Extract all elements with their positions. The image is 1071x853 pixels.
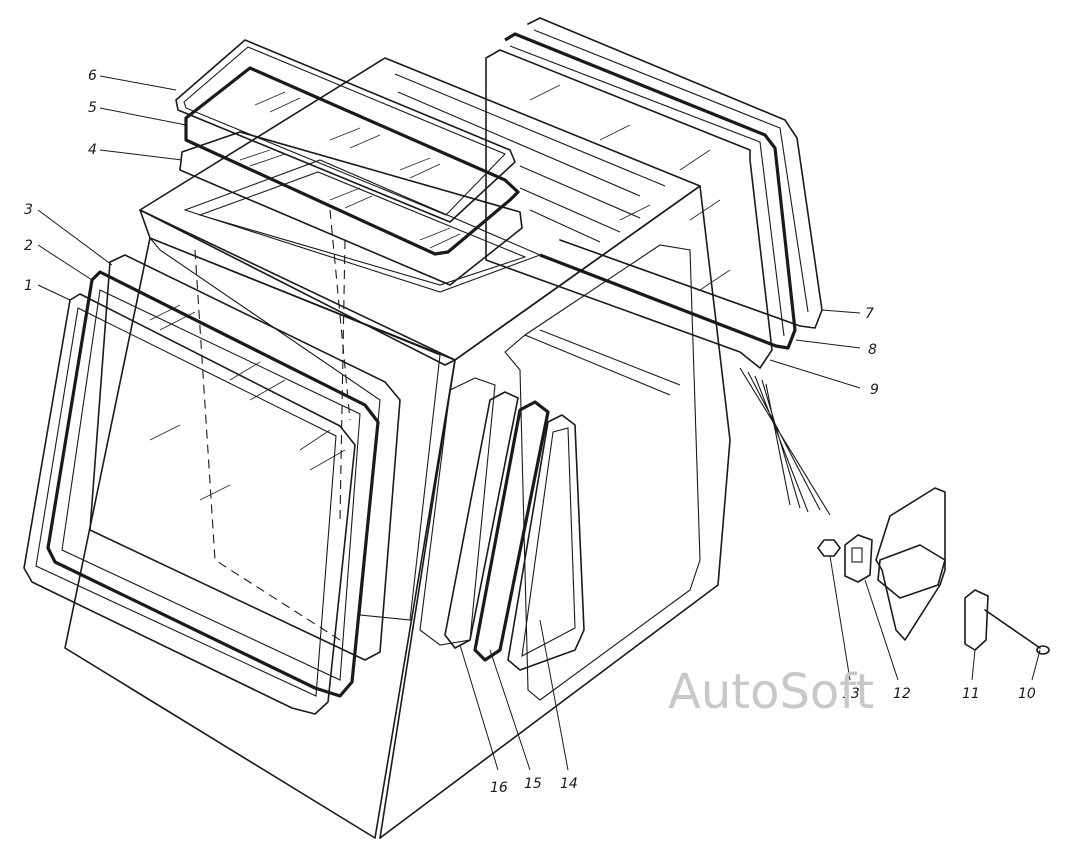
callout-2: 2: [24, 238, 33, 254]
callout-13: 13: [842, 686, 860, 702]
cab-body: [64, 57, 731, 839]
rear-frame-7: [527, 17, 823, 329]
latch-assembly: [739, 367, 1050, 655]
callout-9: 9: [870, 382, 879, 398]
callout-1: 1: [24, 278, 33, 294]
callout-7: 7: [865, 306, 874, 322]
watermark-text: AutoSoft: [668, 664, 874, 720]
callout-16: 16: [490, 780, 508, 796]
roof-frame-6: [175, 39, 516, 223]
front-frame-1: [23, 293, 356, 715]
callout-10: 10: [1018, 686, 1036, 702]
door-seal-15: [473, 400, 550, 662]
plate-12: [844, 534, 873, 583]
callout-3: 3: [24, 202, 33, 218]
handle-11: [964, 589, 989, 651]
front-seal-2: [46, 270, 380, 698]
roof-glass-4: [179, 131, 523, 286]
nut-13: [817, 539, 841, 557]
bolt-10: [984, 609, 1041, 649]
door-glass-16: [444, 391, 519, 649]
callout-8: 8: [868, 342, 877, 358]
callout-4: 4: [88, 142, 97, 158]
rear-glass-9: [485, 49, 773, 369]
callout-5: 5: [88, 100, 97, 116]
callout-12: 12: [893, 686, 911, 702]
leader-lines: [37, 75, 1041, 771]
callout-14: 14: [560, 776, 578, 792]
callout-labels: 1 2 3 4 5 6 7 8 9 10 11 12 13 14 15 16: [24, 68, 1036, 796]
callout-15: 15: [524, 776, 542, 792]
roof-seal-5: [184, 66, 520, 256]
rear-seal-8: [504, 32, 797, 350]
callout-11: 11: [962, 686, 980, 702]
latch-bracket: [875, 487, 946, 641]
callout-6: 6: [88, 68, 97, 84]
door-frame-14: [507, 414, 585, 671]
